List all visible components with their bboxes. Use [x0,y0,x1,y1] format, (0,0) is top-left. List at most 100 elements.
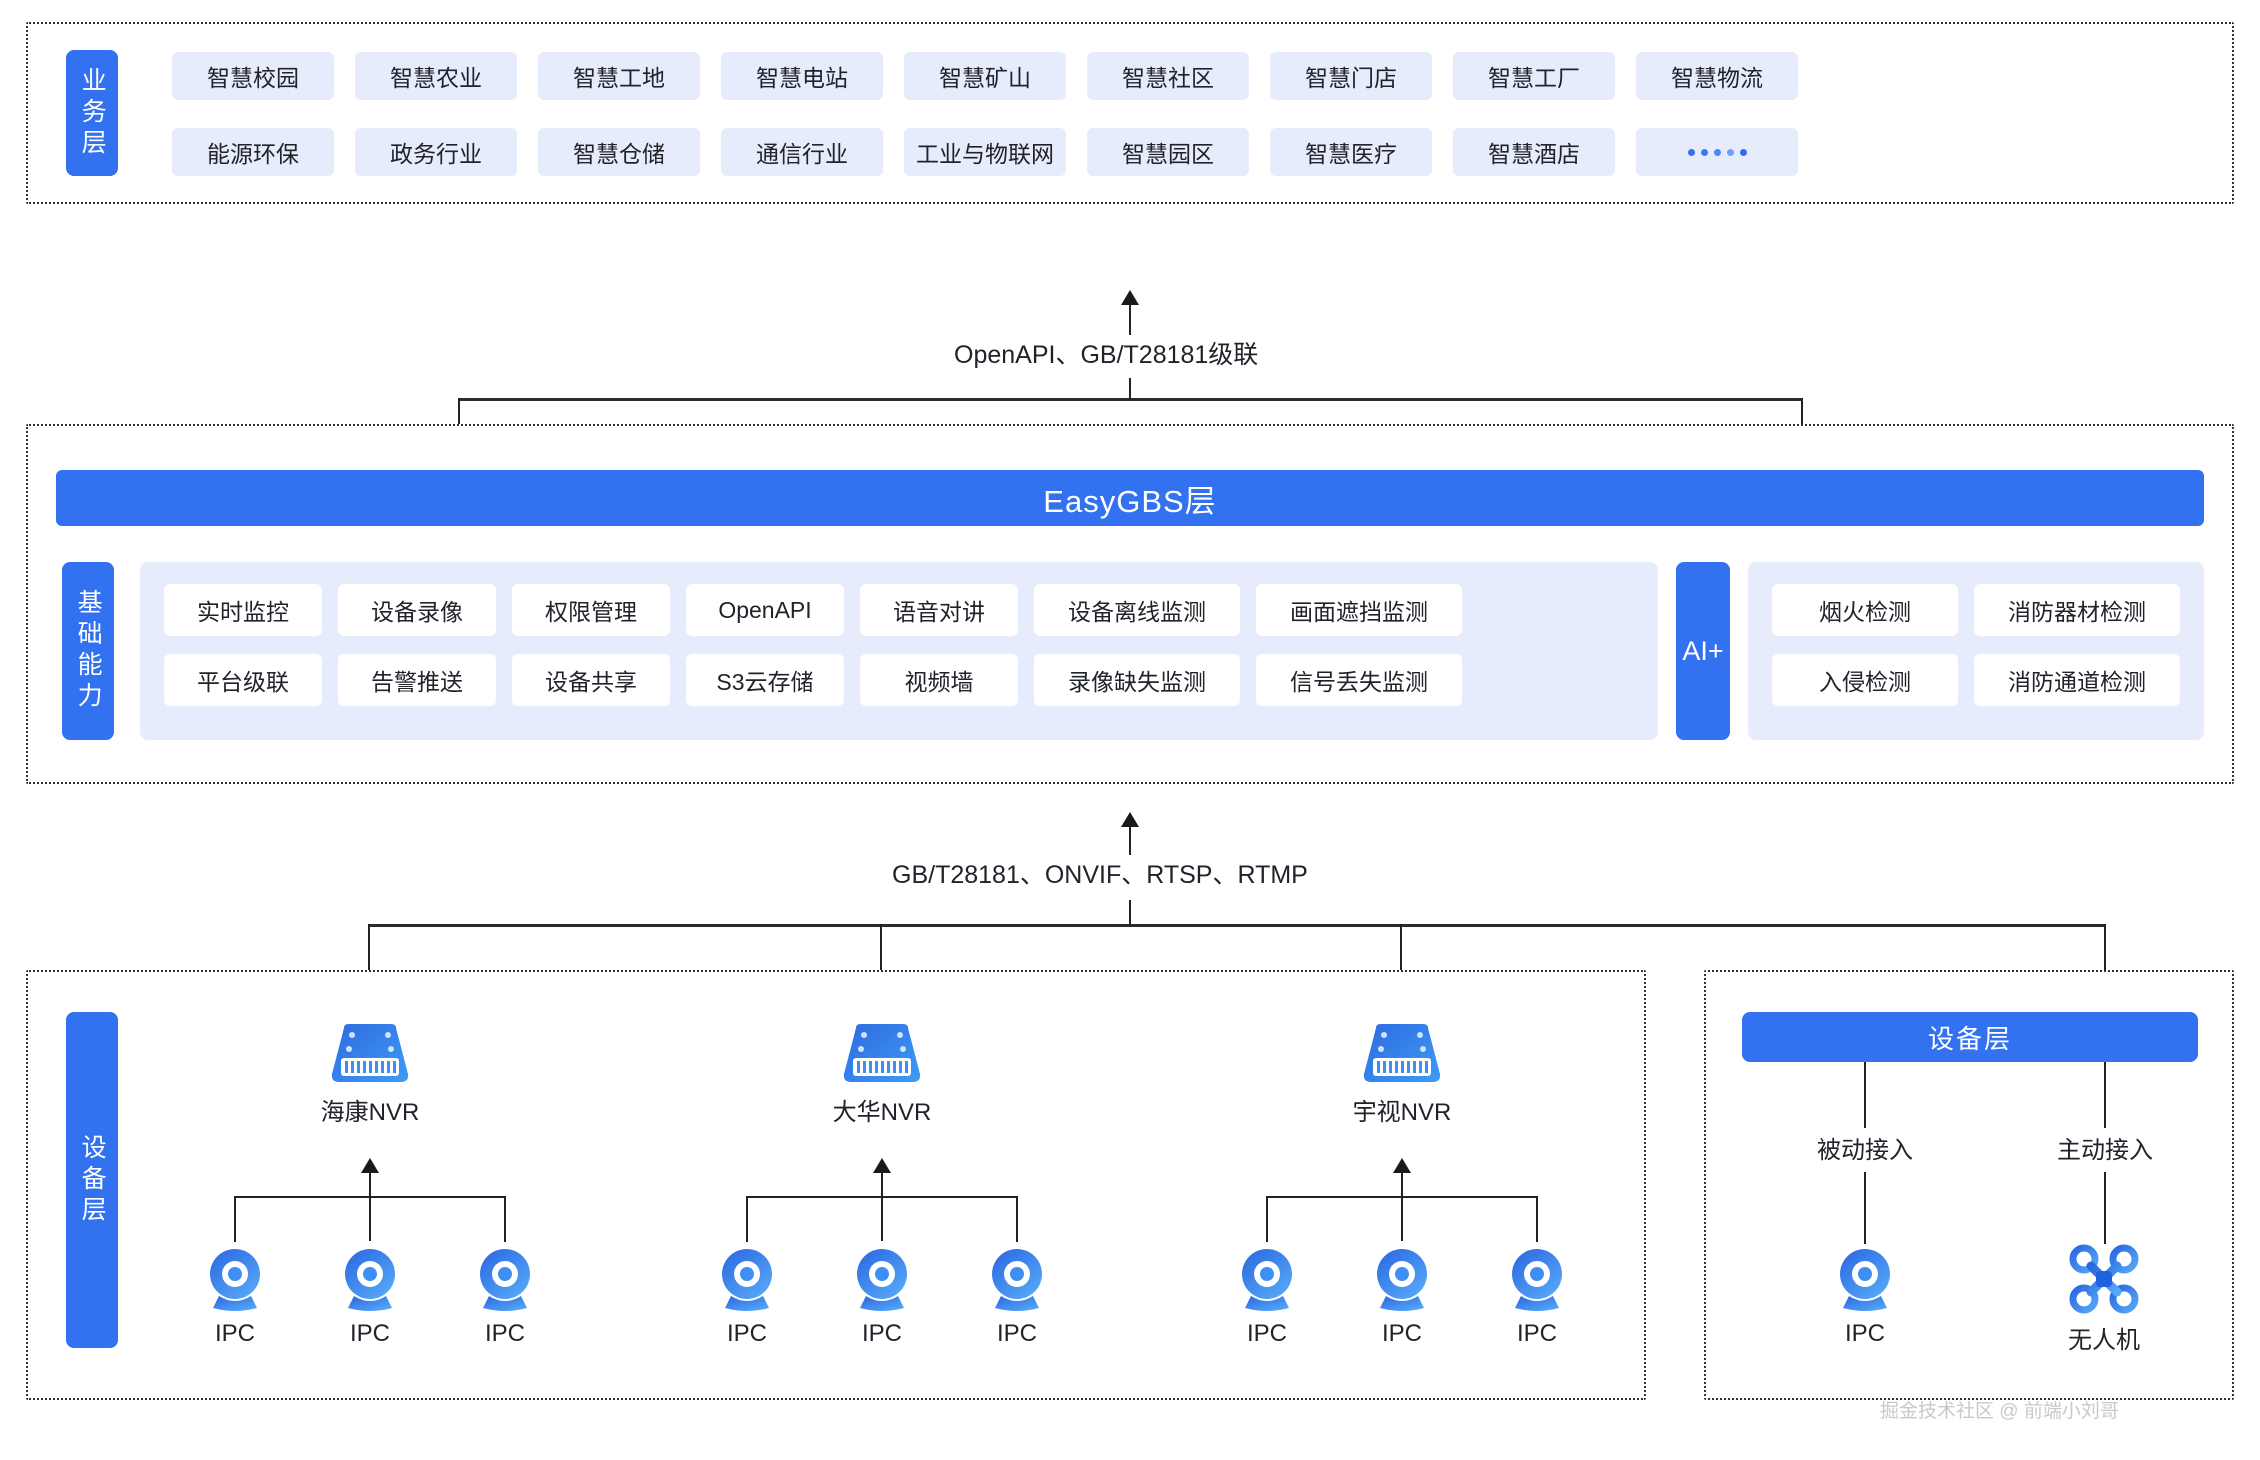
business-chip[interactable]: 智慧校园 [172,52,334,100]
ipc-node[interactable]: IPC [702,1244,792,1348]
camera-icon [857,1249,907,1311]
ipc-node[interactable]: IPC [1357,1244,1447,1348]
nvr-node-haikang[interactable]: 海康NVR [300,1024,440,1127]
drone-node-active[interactable]: 无人机 [2052,1244,2156,1355]
device-layer-left-side-label-text: 设备层 [78,1133,107,1227]
capability-chip[interactable]: 平台级联 [164,654,322,706]
ipc-node[interactable]: IPC [1492,1244,1582,1348]
business-chip[interactable]: 智慧工地 [538,52,700,100]
capability-chip[interactable]: 设备离线监测 [1034,584,1240,636]
ipc-node[interactable]: IPC [325,1244,415,1348]
capability-chip[interactable]: 实时监控 [164,584,322,636]
business-chip[interactable]: 智慧矿山 [904,52,1066,100]
capability-chip[interactable]: S3云存储 [686,654,844,706]
camera-icon [210,1249,260,1311]
camera-icon [722,1249,772,1311]
capability-chip[interactable]: 画面遮挡监测 [1256,584,1462,636]
ipc-label: IPC [349,1320,390,1347]
ipc-node[interactable]: IPC [972,1244,1062,1348]
top-connector-label: OpenAPI、GB/T28181级联 [944,335,1269,371]
capability-chip[interactable]: 录像缺失监测 [1034,654,1240,706]
ipc-node[interactable]: IPC [1222,1244,1312,1348]
business-chip[interactable]: 智慧园区 [1087,128,1249,176]
ipc-label: IPC [861,1320,902,1347]
platform-layer-side-label-text: 基础能力 [74,589,103,713]
drone-label: 无人机 [2068,1327,2140,1354]
nvr-icon [331,1024,409,1082]
ipc-node[interactable]: IPC [190,1244,280,1348]
business-chip[interactable]: 智慧工厂 [1453,52,1615,100]
business-layer-side-label: 业务层 [66,50,118,176]
ai-capability-grid: 烟火检测 入侵检测 消防器材检测 消防通道检测 [1772,584,2180,706]
bottom-connector-stem [1129,827,1131,867]
capability-chip[interactable]: 权限管理 [512,584,670,636]
business-chip[interactable]: 通信行业 [721,128,883,176]
business-chip[interactable]: 智慧农业 [355,52,517,100]
ipc-node-passive[interactable]: IPC [1820,1244,1910,1348]
camera-icon [1377,1249,1427,1311]
business-chip[interactable]: 智慧物流 [1636,52,1798,100]
ai-capability-chip[interactable]: 入侵检测 [1772,654,1958,706]
capability-chip[interactable]: 视频墙 [860,654,1018,706]
capability-chip[interactable]: OpenAPI [686,584,844,636]
business-layer-row-1: 智慧校园 智慧农业 智慧工地 智慧电站 智慧矿山 智慧社区 智慧门店 智慧工厂 … [172,52,1798,100]
bottom-connector-stem-down [1129,900,1131,924]
nvr-label: 宇视NVR [1352,1099,1452,1126]
access-label-passive: 被动接入 [1800,1128,1930,1167]
camera-icon [1840,1249,1890,1311]
business-chip[interactable]: 能源环保 [172,128,334,176]
business-chip[interactable]: 工业与物联网 [904,128,1066,176]
nvr-node-dahua[interactable]: 大华NVR [812,1024,952,1127]
camera-icon [480,1249,530,1311]
drone-icon [2069,1244,2139,1314]
ipc-node[interactable]: IPC [460,1244,550,1348]
ai-capability-chip[interactable]: 烟火检测 [1772,584,1958,636]
ipc-label: IPC [484,1320,525,1347]
bottom-connector-label: GB/T28181、ONVIF、RTSP、RTMP [882,855,1318,891]
nvr-yushi-arrow-icon [1393,1158,1411,1173]
business-layer-row-2: 能源环保 政务行业 智慧仓储 通信行业 工业与物联网 智慧园区 智慧医疗 智慧酒… [172,128,1798,176]
nvr-icon [843,1024,921,1082]
bottom-connector-bus [368,924,2106,927]
capability-chip[interactable]: 设备共享 [512,654,670,706]
right-branch-line-passive-top [1864,1062,1866,1128]
nvr-haikang-bus [234,1196,506,1198]
ipc-node[interactable]: IPC [837,1244,927,1348]
watermark: 掘金技术社区 @ 前端小刘哥 [1880,1401,2119,1422]
ipc-label: IPC [996,1320,1037,1347]
ipc-label: IPC [1381,1320,1422,1347]
business-chip-more[interactable] [1636,128,1798,176]
camera-icon [1512,1249,1562,1311]
device-layer-right-title[interactable]: 设备层 [1742,1012,2198,1062]
capability-chip[interactable]: 设备录像 [338,584,496,636]
business-chip[interactable]: 智慧医疗 [1270,128,1432,176]
platform-layer-side-label: 基础能力 [62,562,114,740]
bottom-connector-arrow-icon [1121,812,1139,827]
capability-chip[interactable]: 语音对讲 [860,584,1018,636]
business-chip[interactable]: 智慧社区 [1087,52,1249,100]
nvr-yushi-stem [1401,1173,1403,1241]
capability-chip[interactable]: 告警推送 [338,654,496,706]
business-chip[interactable]: 智慧门店 [1270,52,1432,100]
nvr-node-yushi[interactable]: 宇视NVR [1332,1024,1472,1127]
business-layer-side-label-text: 业务层 [78,66,107,160]
business-chip[interactable]: 政务行业 [355,128,517,176]
camera-icon [992,1249,1042,1311]
ai-capability-chip[interactable]: 消防通道检测 [1974,654,2180,706]
business-chip[interactable]: 智慧电站 [721,52,883,100]
easygbs-bar[interactable]: EasyGBS层 [56,470,2204,526]
right-branch-line-active-top [2104,1062,2106,1128]
nvr-haikang-stem [369,1173,371,1241]
business-chip[interactable]: 智慧仓储 [538,128,700,176]
ai-capability-chip[interactable]: 消防器材检测 [1974,584,2180,636]
capability-chip[interactable]: 信号丢失监测 [1256,654,1462,706]
business-chip[interactable]: 智慧酒店 [1453,128,1615,176]
nvr-dahua-arrow-icon [873,1158,891,1173]
nvr-label: 海康NVR [320,1099,420,1126]
capability-grid: 实时监控 平台级联 设备录像 告警推送 权限管理 设备共享 OpenAPI S3… [164,584,1462,706]
camera-icon [345,1249,395,1311]
ipc-label: IPC [726,1320,767,1347]
nvr-dahua-bus [746,1196,1018,1198]
ipc-label: IPC [1246,1320,1287,1347]
ai-plus-pill: AI+ [1676,562,1730,740]
